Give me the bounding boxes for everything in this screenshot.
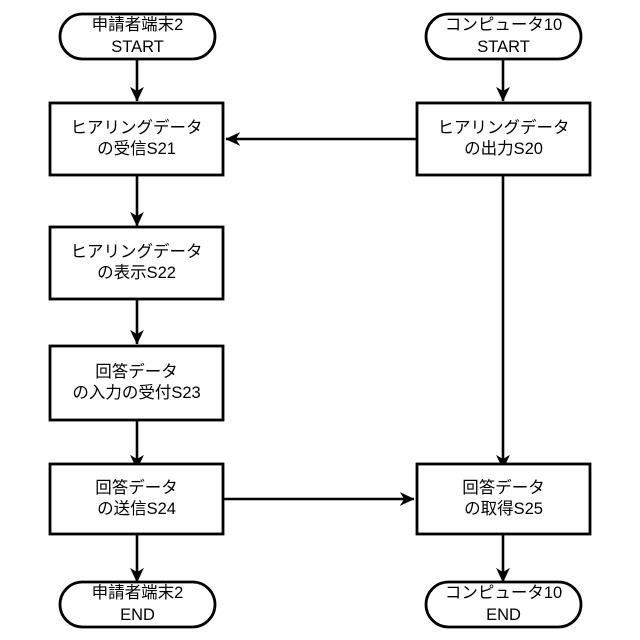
node-step-s22[interactable] [48,225,225,301]
node-step-s24[interactable] [48,462,225,536]
node-start-applicant[interactable] [58,12,217,61]
node-step-s20[interactable] [415,101,592,177]
node-end-computer[interactable] [424,580,583,629]
node-step-s23[interactable] [48,344,225,422]
node-step-s21[interactable] [48,101,225,177]
node-end-applicant[interactable] [58,580,217,629]
node-start-computer[interactable] [424,12,583,61]
node-step-s25[interactable] [415,462,592,536]
